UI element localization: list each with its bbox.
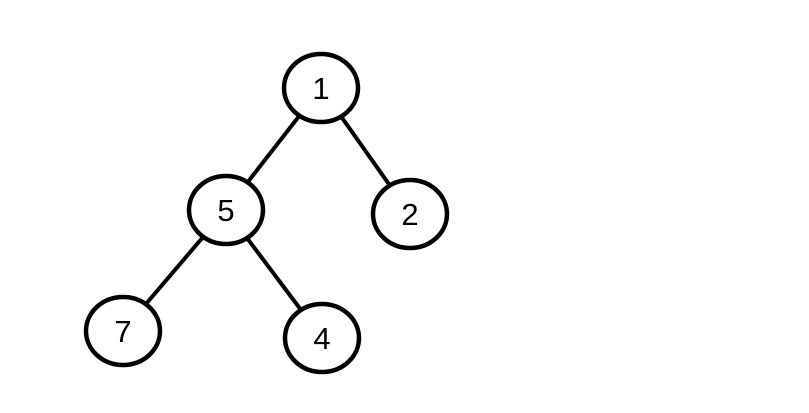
node-label-7: 7	[114, 314, 131, 349]
node-label-2: 2	[401, 197, 418, 232]
tree-node-4: 4	[282, 301, 362, 375]
node-label-1: 1	[312, 71, 329, 106]
node-label-5: 5	[217, 193, 234, 228]
node-circle-1	[281, 51, 361, 125]
node-circle-2	[370, 177, 450, 251]
tree-node-1: 1	[281, 51, 361, 125]
tree-edge-5-4	[244, 235, 304, 313]
tree-edge-1-5	[245, 113, 302, 185]
tree-node-5: 5	[186, 173, 266, 247]
node-circle-4	[282, 301, 362, 375]
tree-node-7: 7	[83, 294, 163, 368]
tree-node-2: 2	[370, 177, 450, 251]
tree-edge-5-7	[143, 234, 206, 307]
tree-edge-1-2	[339, 114, 392, 188]
node-circle-5	[186, 173, 266, 247]
node-label-4: 4	[313, 321, 330, 356]
node-circle-7	[83, 294, 163, 368]
